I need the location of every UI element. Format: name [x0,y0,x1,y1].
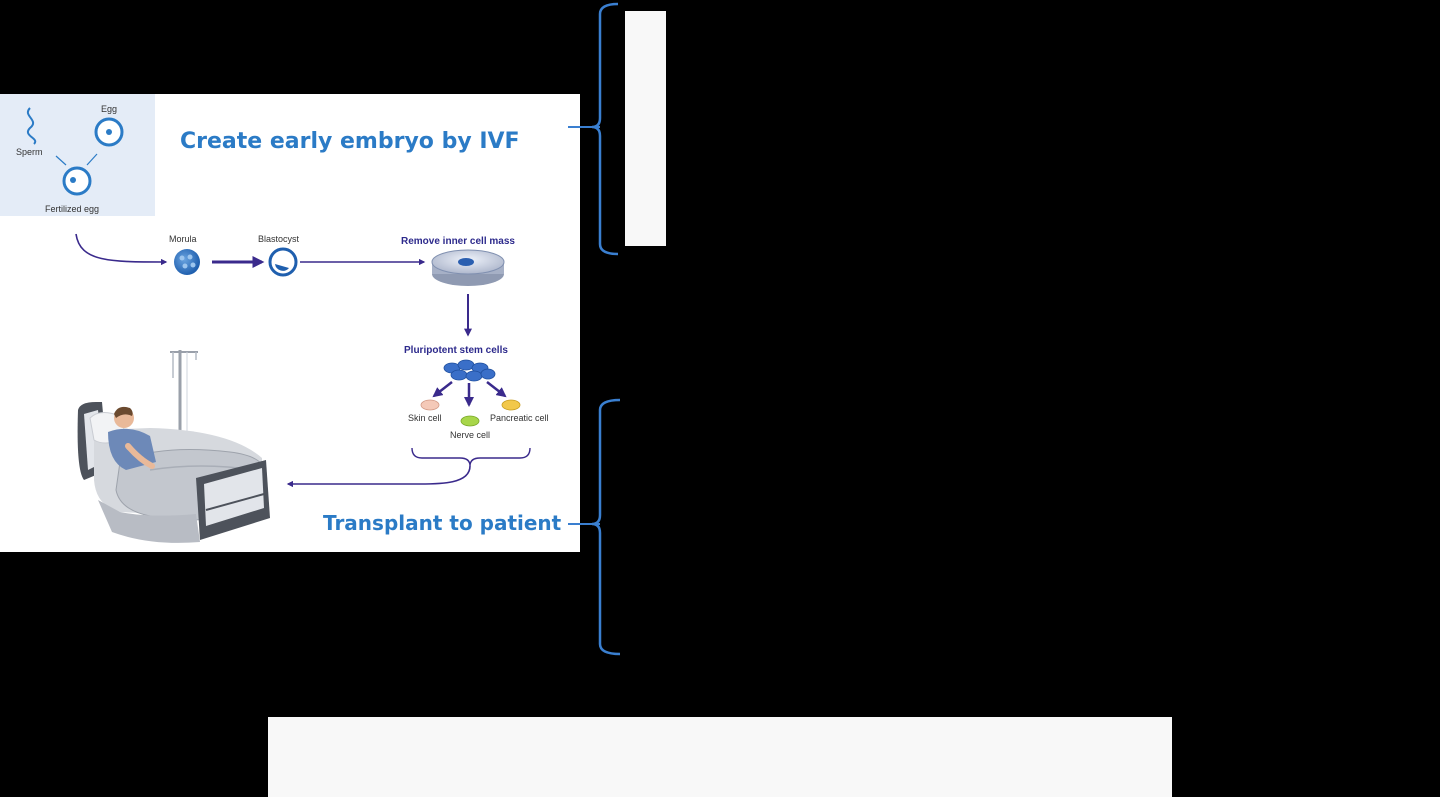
pancreatic-cell-icon [501,399,521,411]
blastocyst-icon [268,247,298,277]
bottom-bracket [591,398,621,656]
petri-dish-icon [431,249,505,286]
pancreatic-cell-label: Pancreatic cell [490,413,549,423]
iv-pole-icon [170,350,198,445]
fertilized-egg-icon [62,166,92,196]
fertilized-egg-label: Fertilized egg [45,204,99,214]
transplant-label: Transplant to patient [323,511,562,535]
bottom-answer-box[interactable] [268,717,1172,797]
nerve-cell-label: Nerve cell [450,430,490,440]
morula-label: Morula [169,234,197,244]
top-bracket [591,2,619,256]
diagram-title: Create early embryo by IVF [180,129,520,154]
egg-label: Egg [101,104,117,114]
nerve-cell-icon [460,415,480,427]
arrow-to-patient [286,465,471,488]
top-answer-box[interactable] [625,11,666,246]
skin-cell-label: Skin cell [408,413,442,423]
hospital-bed-icon [77,350,270,543]
stem-cells-label: Pluripotent stem cells [404,345,508,356]
stem-cell-cluster-icon [443,359,496,382]
morula-icon [174,249,200,275]
sperm-icon [27,107,37,145]
remove-icm-label: Remove inner cell mass [401,236,515,247]
patient-icon [108,406,156,470]
arrow-to-morula [75,233,168,266]
blastocyst-label: Blastocyst [258,234,300,244]
skin-cell-icon [420,399,440,411]
sperm-label: Sperm [16,147,43,157]
ivf-corner-panel [0,94,155,216]
